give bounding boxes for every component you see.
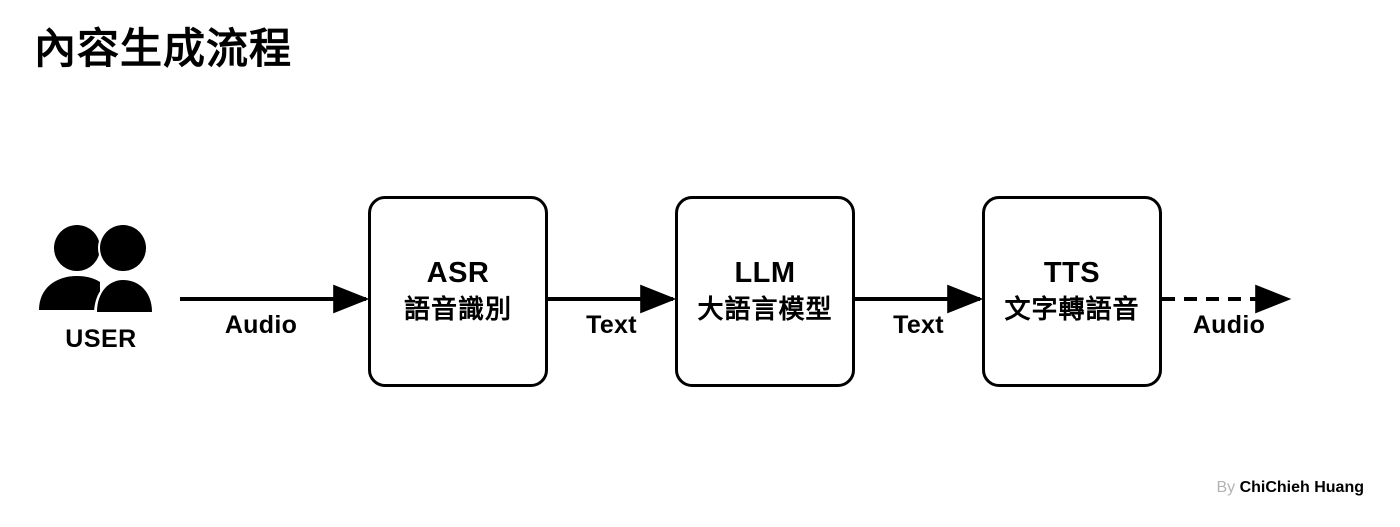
user-node-label: USER (65, 325, 137, 353)
edge-label-user-to-asr: Audio (224, 311, 298, 339)
edge-label-tts-to-output: Audio (1192, 311, 1266, 339)
flow-node-llm-content: LLM 大語言模型 (678, 256, 852, 327)
flow-node-asr-content: ASR 語音識別 (371, 256, 545, 327)
flow-node-llm-abbr: LLM (734, 257, 796, 289)
flow-node-tts-abbr: TTS (1043, 257, 1101, 289)
flow-node-tts-content: TTS 文字轉語音 (985, 256, 1159, 327)
credit-prefix: By (1216, 479, 1236, 496)
flow-node-llm-subtitle: 大語言模型 (697, 294, 833, 325)
flow-node-llm[interactable]: LLM 大語言模型 (675, 196, 855, 387)
users-icon (30, 222, 172, 314)
credit: By ChiChieh Huang (1216, 479, 1364, 497)
flow-node-tts-subtitle: 文字轉語音 (1004, 294, 1140, 325)
page-title: 內容生成流程 (34, 25, 293, 72)
flow-node-asr-abbr: ASR (426, 257, 490, 289)
edge-label-llm-to-tts: Text (893, 311, 944, 339)
flow-node-asr-subtitle: 語音識別 (403, 294, 512, 325)
flow-node-tts[interactable]: TTS 文字轉語音 (982, 196, 1162, 387)
users-icon-glyph (39, 223, 155, 314)
flow-node-asr[interactable]: ASR 語音識別 (368, 196, 548, 387)
edge-label-asr-to-llm: Text (586, 311, 637, 339)
credit-author-name: ChiChieh Huang (1239, 479, 1364, 496)
flow-node-user: USER (30, 222, 172, 362)
